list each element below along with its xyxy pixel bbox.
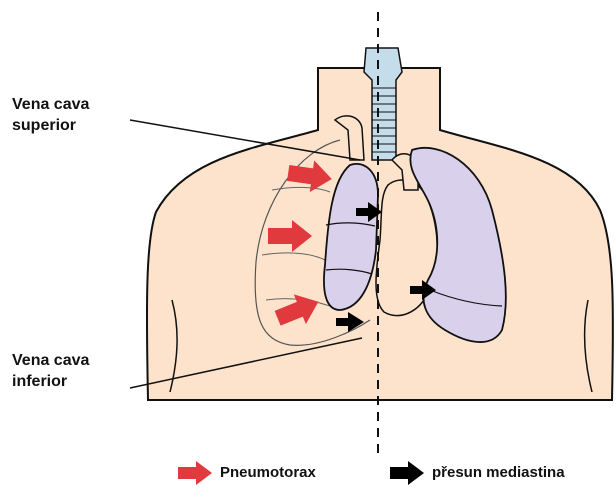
vena-cava-inferior-line1: Vena cava (12, 350, 89, 371)
vena-cava-inferior-label: Vena cava inferior (12, 350, 89, 392)
pneumothorax-legend-icon (178, 461, 212, 485)
vena-cava-superior-label: Vena cava superior (12, 94, 89, 136)
mediastinal-legend-icon (390, 461, 424, 485)
legend-mediastinal-label: přesun mediastina (432, 464, 565, 481)
legend-pneumothorax-label: Pneumotorax (220, 464, 316, 481)
vena-cava-inferior-line2: inferior (12, 371, 89, 392)
vena-cava-superior-line1: Vena cava (12, 94, 89, 115)
vena-cava-superior-line2: superior (12, 115, 89, 136)
